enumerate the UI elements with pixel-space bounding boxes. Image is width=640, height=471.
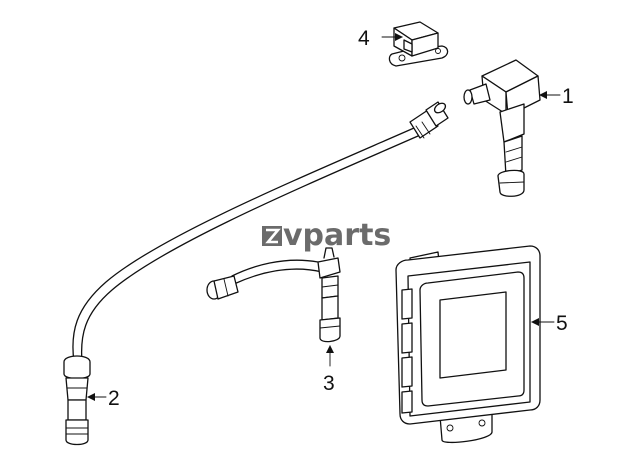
ignition-coil-part [463, 59, 541, 197]
callout-label-3: 3 [323, 372, 335, 395]
watermark-logo: vparts [262, 218, 391, 253]
watermark-text: vparts [283, 218, 391, 253]
callout-label-1: 1 [562, 85, 574, 108]
callout-label-5: 5 [556, 312, 568, 335]
callout-arrows [87, 33, 561, 401]
sensor-part [388, 21, 449, 67]
long-wire-part [63, 101, 449, 446]
watermark-logo-mark [262, 226, 282, 246]
callout-label-4: 4 [358, 27, 370, 50]
control-module-part [395, 245, 541, 444]
callout-label-2: 2 [108, 387, 120, 410]
short-wire-part [206, 247, 341, 343]
